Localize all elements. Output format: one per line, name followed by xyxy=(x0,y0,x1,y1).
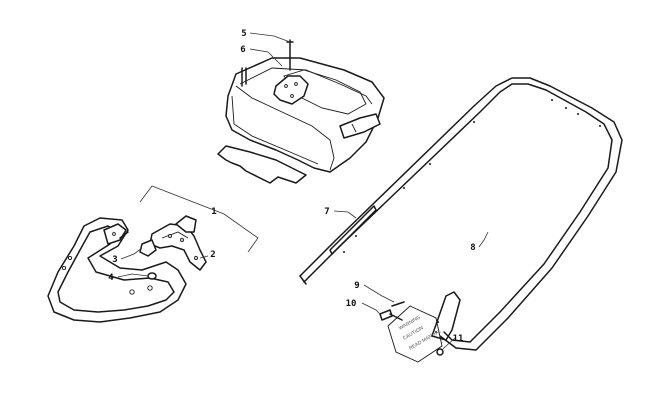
hoop-bracket-2 xyxy=(149,223,207,271)
seat-assembly xyxy=(217,39,385,184)
callout-numbers: 1 2 3 4 5 6 7 8 9 10 11 xyxy=(108,29,475,344)
nut-11 xyxy=(436,348,444,356)
fasteners xyxy=(379,301,444,356)
bolt-10 xyxy=(379,309,393,321)
handle-tube-inner xyxy=(299,77,623,351)
handle-grip-end xyxy=(431,291,461,341)
callout-6: 6 xyxy=(240,45,245,55)
leader-lines xyxy=(117,32,489,351)
seat-base-plate xyxy=(217,145,307,184)
clip-3 xyxy=(139,239,157,257)
callout-1-bracket xyxy=(139,185,259,253)
handle-assembly: WARNING CAUTION READ MANUAL xyxy=(299,77,623,363)
callout-8: 8 xyxy=(470,243,475,253)
seat-side-buckle xyxy=(339,113,381,139)
seat-front-panel xyxy=(235,85,335,171)
lower-hoop-assembly xyxy=(47,185,259,323)
callout-9: 9 xyxy=(354,281,359,291)
callout-7: 7 xyxy=(324,207,329,217)
seat-top-recess xyxy=(283,69,367,115)
knob-4 xyxy=(147,272,157,280)
callout-11: 11 xyxy=(453,334,464,344)
callout-3: 3 xyxy=(112,255,117,265)
callout-1: 1 xyxy=(211,207,216,217)
callout-5: 5 xyxy=(241,29,246,39)
callout-4: 4 xyxy=(108,273,114,283)
callout-10: 10 xyxy=(346,299,357,309)
handle-decal: WARNING CAUTION READ MANUAL xyxy=(387,305,443,363)
washer-9 xyxy=(391,301,405,307)
callout-2: 2 xyxy=(210,250,215,260)
handle-lower-rod xyxy=(329,205,377,255)
lower-hoop-tube-inner xyxy=(57,225,175,313)
hoop-bracket-tab xyxy=(175,215,197,233)
seat-mount-plate xyxy=(273,75,309,105)
handle-tube-outer xyxy=(303,83,613,343)
